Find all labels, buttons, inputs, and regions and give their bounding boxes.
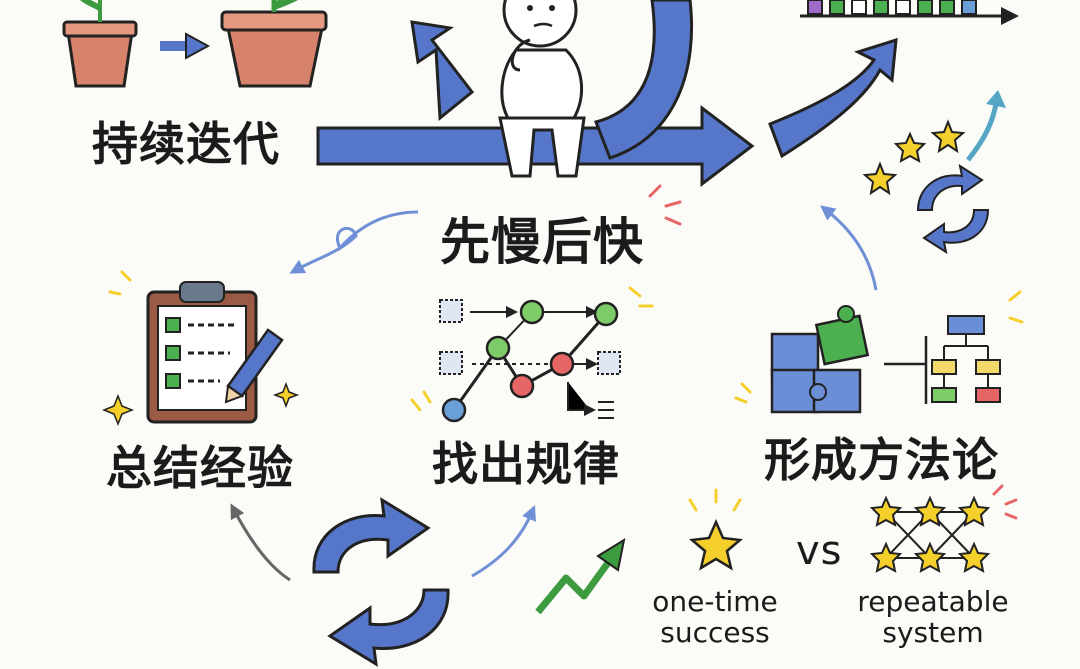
big-blue-arrow-curve [593, 0, 694, 160]
big-blue-arrow-up-left [410, 20, 475, 122]
growth-arrow-icon [966, 90, 1006, 162]
label-find-patterns: 找出规律 [432, 437, 620, 491]
stars-icon [862, 119, 966, 196]
connector-arrow-right-up [820, 205, 878, 291]
connector-arrow-left [289, 210, 419, 274]
big-blue-arrow-rise [768, 37, 898, 159]
single-star-icon [688, 518, 744, 571]
label-one-time-line2: success [660, 616, 770, 649]
label-repeatable-system: repeatable system [848, 586, 1018, 648]
flowchart-icon [884, 315, 1001, 404]
emphasis-marks [108, 184, 1024, 520]
label-one-time-line1: one-time [652, 585, 778, 618]
connector-arrow-up-left [230, 503, 291, 582]
arrow-right-icon [160, 32, 211, 60]
label-slow-then-fast: 先慢后快 [440, 213, 644, 271]
connector-arrow-up-right [471, 505, 536, 578]
label-form-methodology: 形成方法论 [764, 433, 999, 487]
label-one-time-success: one-time success [640, 586, 790, 648]
plant-pot-large-icon [220, 0, 328, 88]
cycle-arrows-large-icon [312, 497, 450, 667]
big-blue-arrow-horizontal [316, 104, 755, 188]
pattern-graph-icon [439, 299, 621, 423]
sparkle-icon [101, 381, 300, 427]
label-repeatable-line2: system [882, 616, 984, 649]
star-network-icon [869, 495, 991, 573]
pencil-icon [224, 328, 284, 404]
bar-chart-icon [800, 0, 1019, 25]
clipboard-checklist-icon [146, 281, 258, 424]
puzzle-icon [770, 305, 870, 414]
cycle-arrows-icon [916, 163, 990, 255]
label-iterate: 持续迭代 [92, 117, 280, 171]
label-repeatable-line1: repeatable [857, 585, 1009, 618]
growth-zigzag-arrow [535, 537, 626, 615]
thinking-person-icon [498, 0, 586, 178]
label-summarize-experience: 总结经验 [106, 441, 294, 495]
label-vs: vs [796, 528, 843, 574]
plant-pot-icon [62, 0, 138, 88]
